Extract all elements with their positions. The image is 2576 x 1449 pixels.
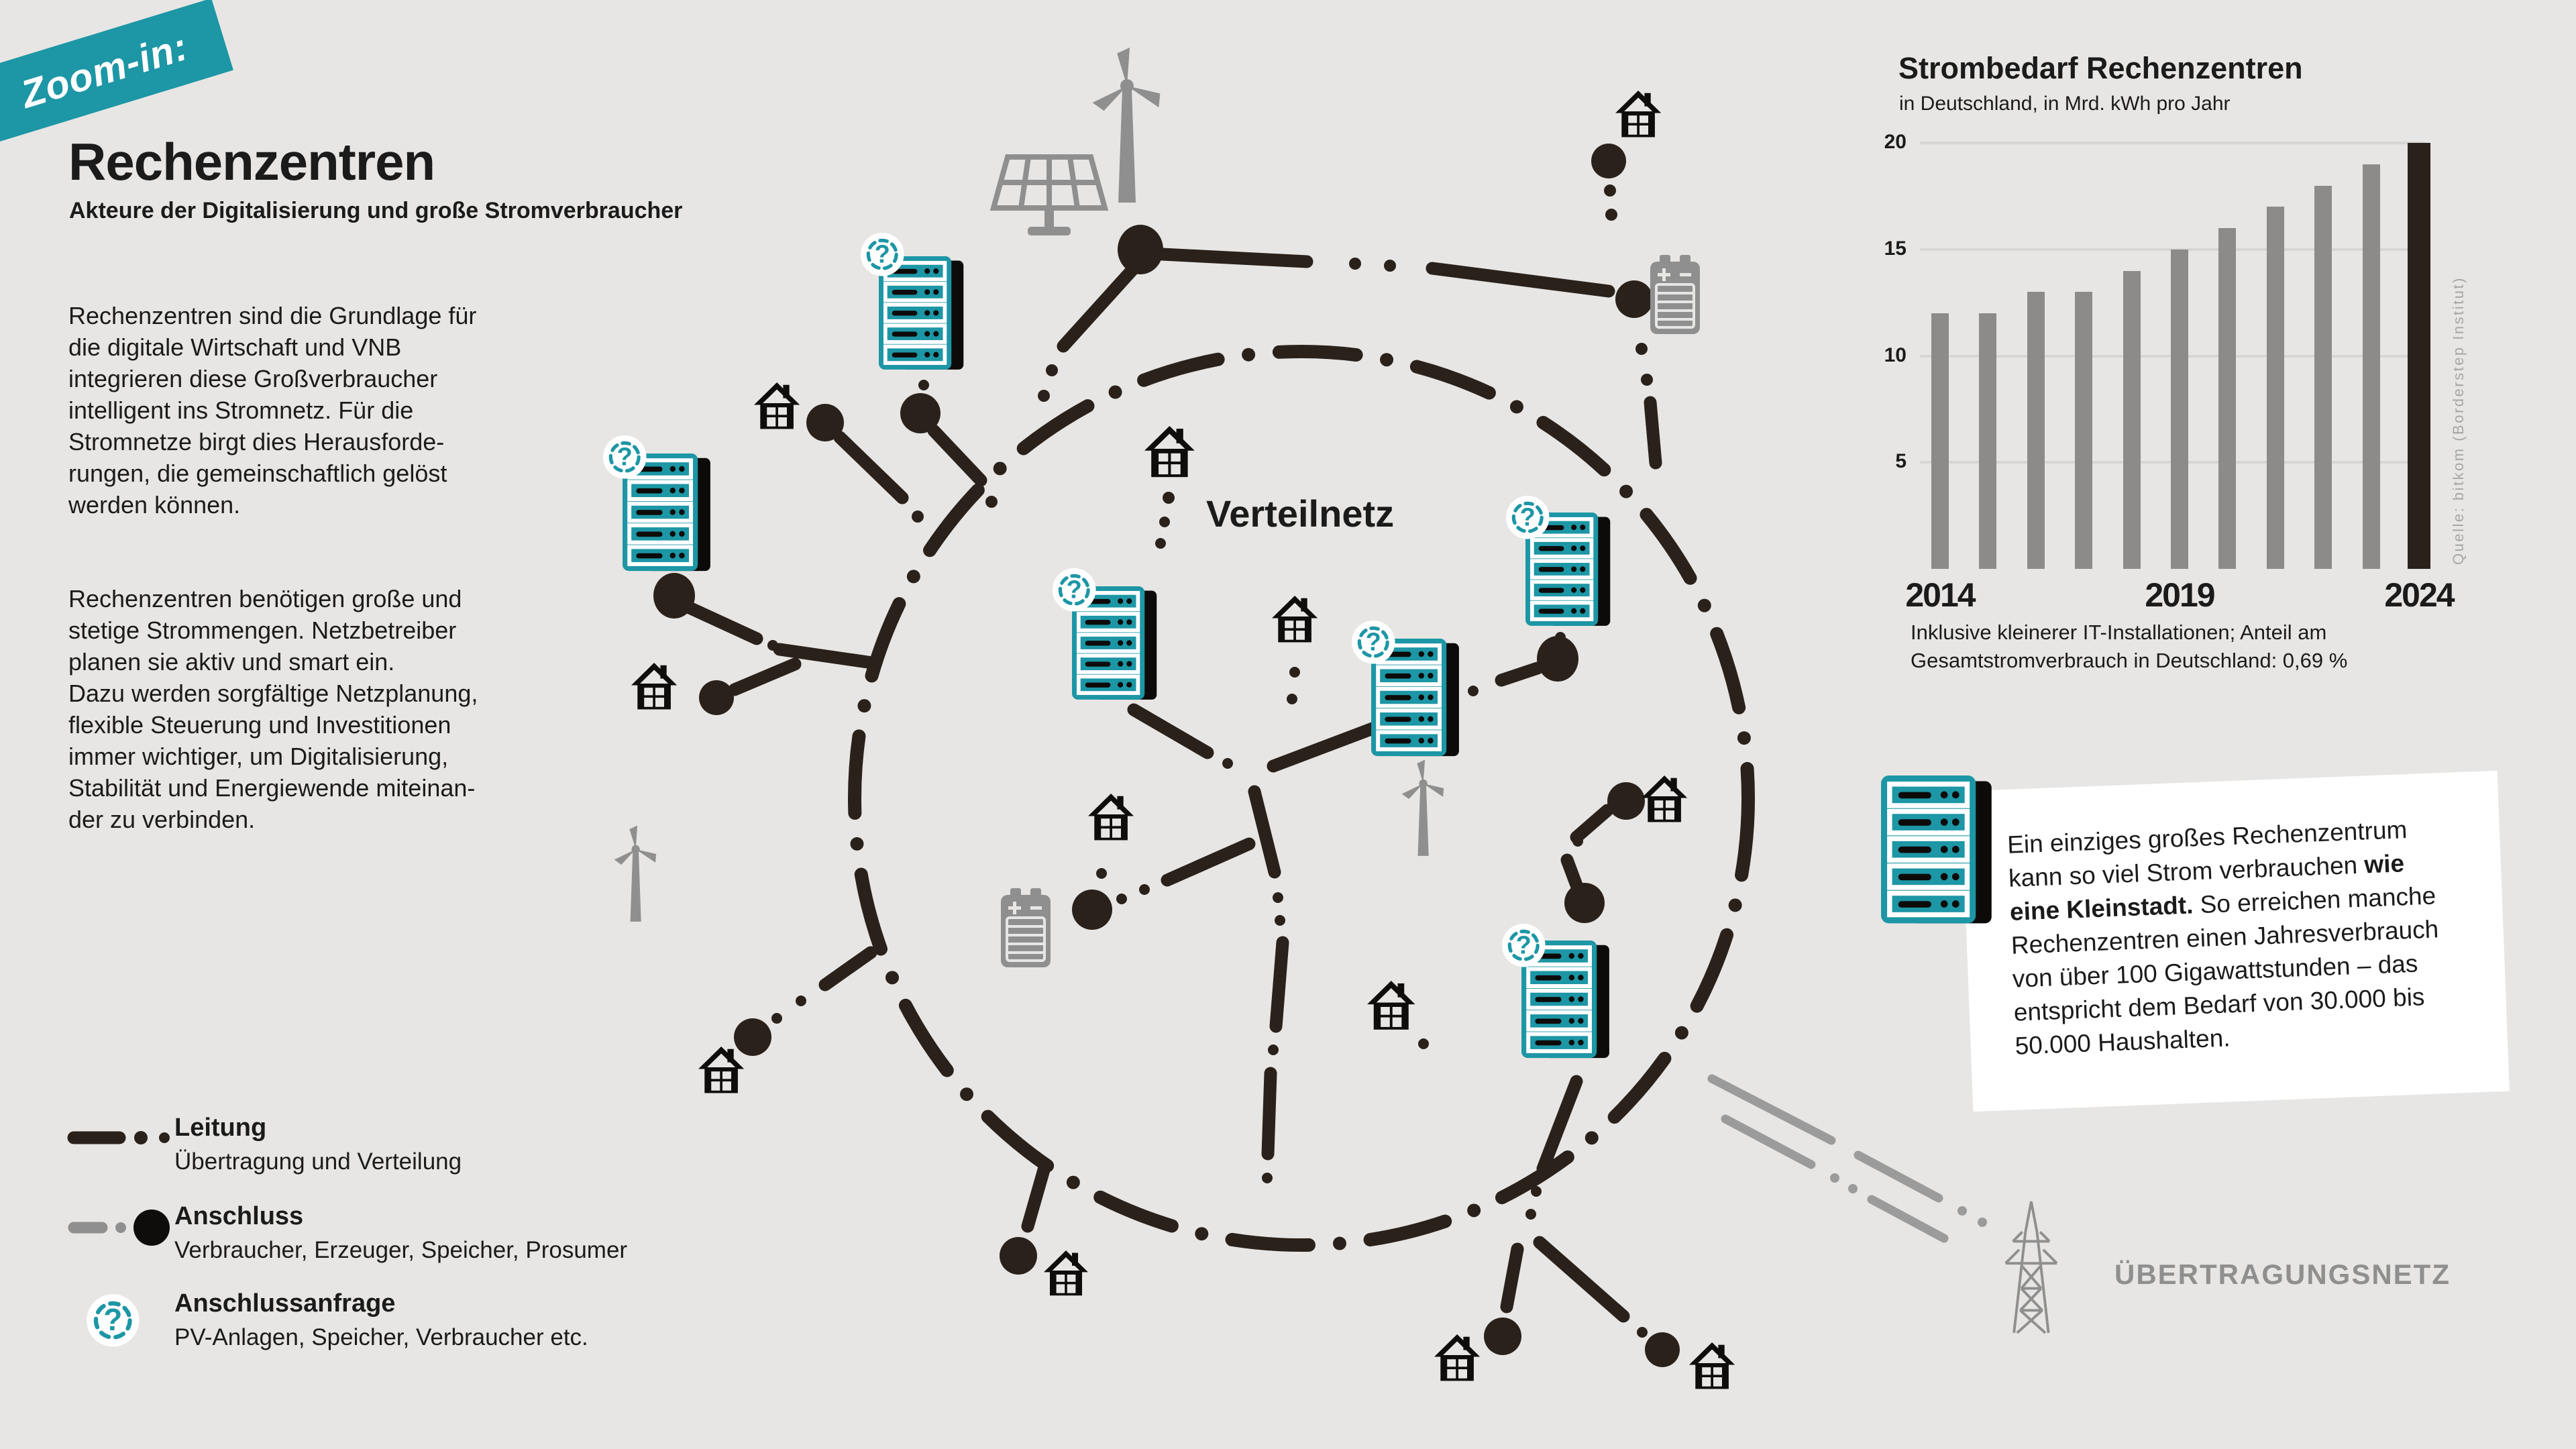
anschlussanfrage-badge-icon: [67, 1291, 174, 1351]
legend-item-anschlussanfrage: Anschlussanfrage PV-Anlagen, Speicher, V…: [67, 1289, 671, 1377]
battery-icon: [1649, 254, 1701, 335]
house-icon: [631, 663, 678, 710]
house-icon: [754, 382, 800, 429]
chart-subtitle: in Deutschland, in Mrd. kWh pro Jahr: [1899, 93, 2231, 115]
power-lines: [683, 247, 1662, 1323]
x-axis-tick: 2014: [1905, 576, 1976, 614]
legend-sublabel: Verbraucher, Erzeuger, Speicher, Prosume…: [174, 1237, 628, 1263]
bar-2015: [1979, 313, 1997, 569]
legend-item-leitung: Leitung Übertragung und Verteilung: [67, 1114, 671, 1194]
transmission-link-dots: [1830, 1173, 1987, 1227]
bar-2020: [2218, 228, 2237, 569]
house-icon: [1642, 775, 1688, 822]
wind-turbine-icon: [1092, 47, 1164, 203]
legend-sublabel: Übertragung und Verteilung: [174, 1148, 462, 1175]
question-badge-icon: [1506, 496, 1550, 539]
house-icon: [1144, 426, 1195, 478]
bar-chart-plot: 5 10 15 20 2014 2019 2024: [1884, 131, 2455, 614]
question-badge-icon: [1502, 924, 1546, 967]
bar-2023: [2362, 164, 2380, 569]
y-axis-tick: 10: [1884, 343, 1907, 366]
bar-2022: [2314, 185, 2332, 569]
power-line-dots: [767, 184, 1653, 1338]
transmission-link: [1707, 1074, 1949, 1243]
house-icon: [1088, 794, 1134, 841]
server-icons: [603, 233, 1610, 1058]
intro-text: Rechenzentren sind die Grundlage für die…: [68, 268, 525, 898]
bar-2018: [2123, 270, 2141, 569]
solar-panel-icon: [994, 157, 1105, 235]
battery-icon: [1000, 887, 1052, 969]
wind-turbine-icon: [1401, 759, 1446, 856]
y-axis-tick: 20: [1884, 131, 1907, 153]
connection-nodes: [653, 144, 1680, 1367]
bar-2014: [1931, 313, 1949, 569]
callout-text-pre: Ein einziges großes Rechenzentrum kann s…: [2006, 816, 2408, 892]
legend-label: Anschlussanfrage: [174, 1289, 396, 1318]
house-icon: [1434, 1334, 1481, 1381]
intro-paragraph-2: Rechenzentren benötigen große und stetig…: [68, 585, 478, 833]
bar-2019: [2171, 249, 2188, 569]
y-axis-tick: 15: [1884, 237, 1907, 260]
legend-item-anschluss: Anschluss Verbraucher, Erzeuger, Speiche…: [67, 1202, 671, 1283]
page-subtitle: Akteure der Digitalisierung und große St…: [69, 198, 683, 223]
bar-2016: [2027, 292, 2045, 569]
wind-turbine-icon: [614, 825, 659, 922]
legend-label: Leitung: [174, 1114, 267, 1142]
page-title: Rechenzentren: [68, 132, 435, 191]
legend-sublabel: PV-Anlagen, Speicher, Verbraucher etc.: [174, 1324, 588, 1350]
chart-title: Strombedarf Rechenzentren: [1898, 51, 2303, 85]
gridline: [1920, 142, 2425, 144]
question-badge-icon: [603, 435, 647, 479]
chart-source: Quelle: bitkom (Borderstep Institut): [2450, 276, 2467, 565]
bar-2017: [2075, 292, 2093, 569]
bar-2021: [2266, 207, 2284, 569]
verteilnetz-ring: [848, 345, 1755, 1252]
x-axis-tick: 2019: [2145, 576, 2215, 614]
anschluss-node-icon: [68, 1210, 170, 1246]
house-icon: [1044, 1250, 1088, 1296]
callout-box: Ein einziges großes Rechenzentrum kann s…: [1961, 770, 2510, 1112]
house-icon: [1367, 981, 1415, 1030]
question-badge-icon: [861, 233, 904, 276]
house-icon: [1272, 596, 1318, 643]
question-badge-icon: [1352, 621, 1395, 664]
transmission-tower-icon: [2004, 1200, 2059, 1334]
callout-server-icon: [1877, 771, 2011, 932]
chart-footnote: Inklusive kleinerer IT-Installationen; A…: [1911, 621, 2348, 672]
house-icon: [698, 1046, 745, 1093]
bar-2024-highlight: [2408, 143, 2430, 569]
leitung-line-icon: [67, 1131, 170, 1144]
intro-paragraph-1: Rechenzentren sind die Grundlage für die…: [68, 302, 477, 519]
legend-label: Anschluss: [174, 1202, 304, 1230]
uebertragungsnetz-label: ÜBERTRAGUNGSNETZ: [2114, 1258, 2451, 1290]
x-axis-tick: 2024: [2384, 576, 2455, 614]
callout-text: Ein einziges großes Rechenzentrum kann s…: [2006, 812, 2458, 1063]
y-axis-tick: 5: [1895, 450, 1907, 473]
house-icon: [1689, 1342, 1735, 1389]
question-badge-icon: [1053, 568, 1096, 612]
verteilnetz-label: Verteilnetz: [1206, 492, 1395, 535]
house-icon: [1615, 91, 1662, 138]
